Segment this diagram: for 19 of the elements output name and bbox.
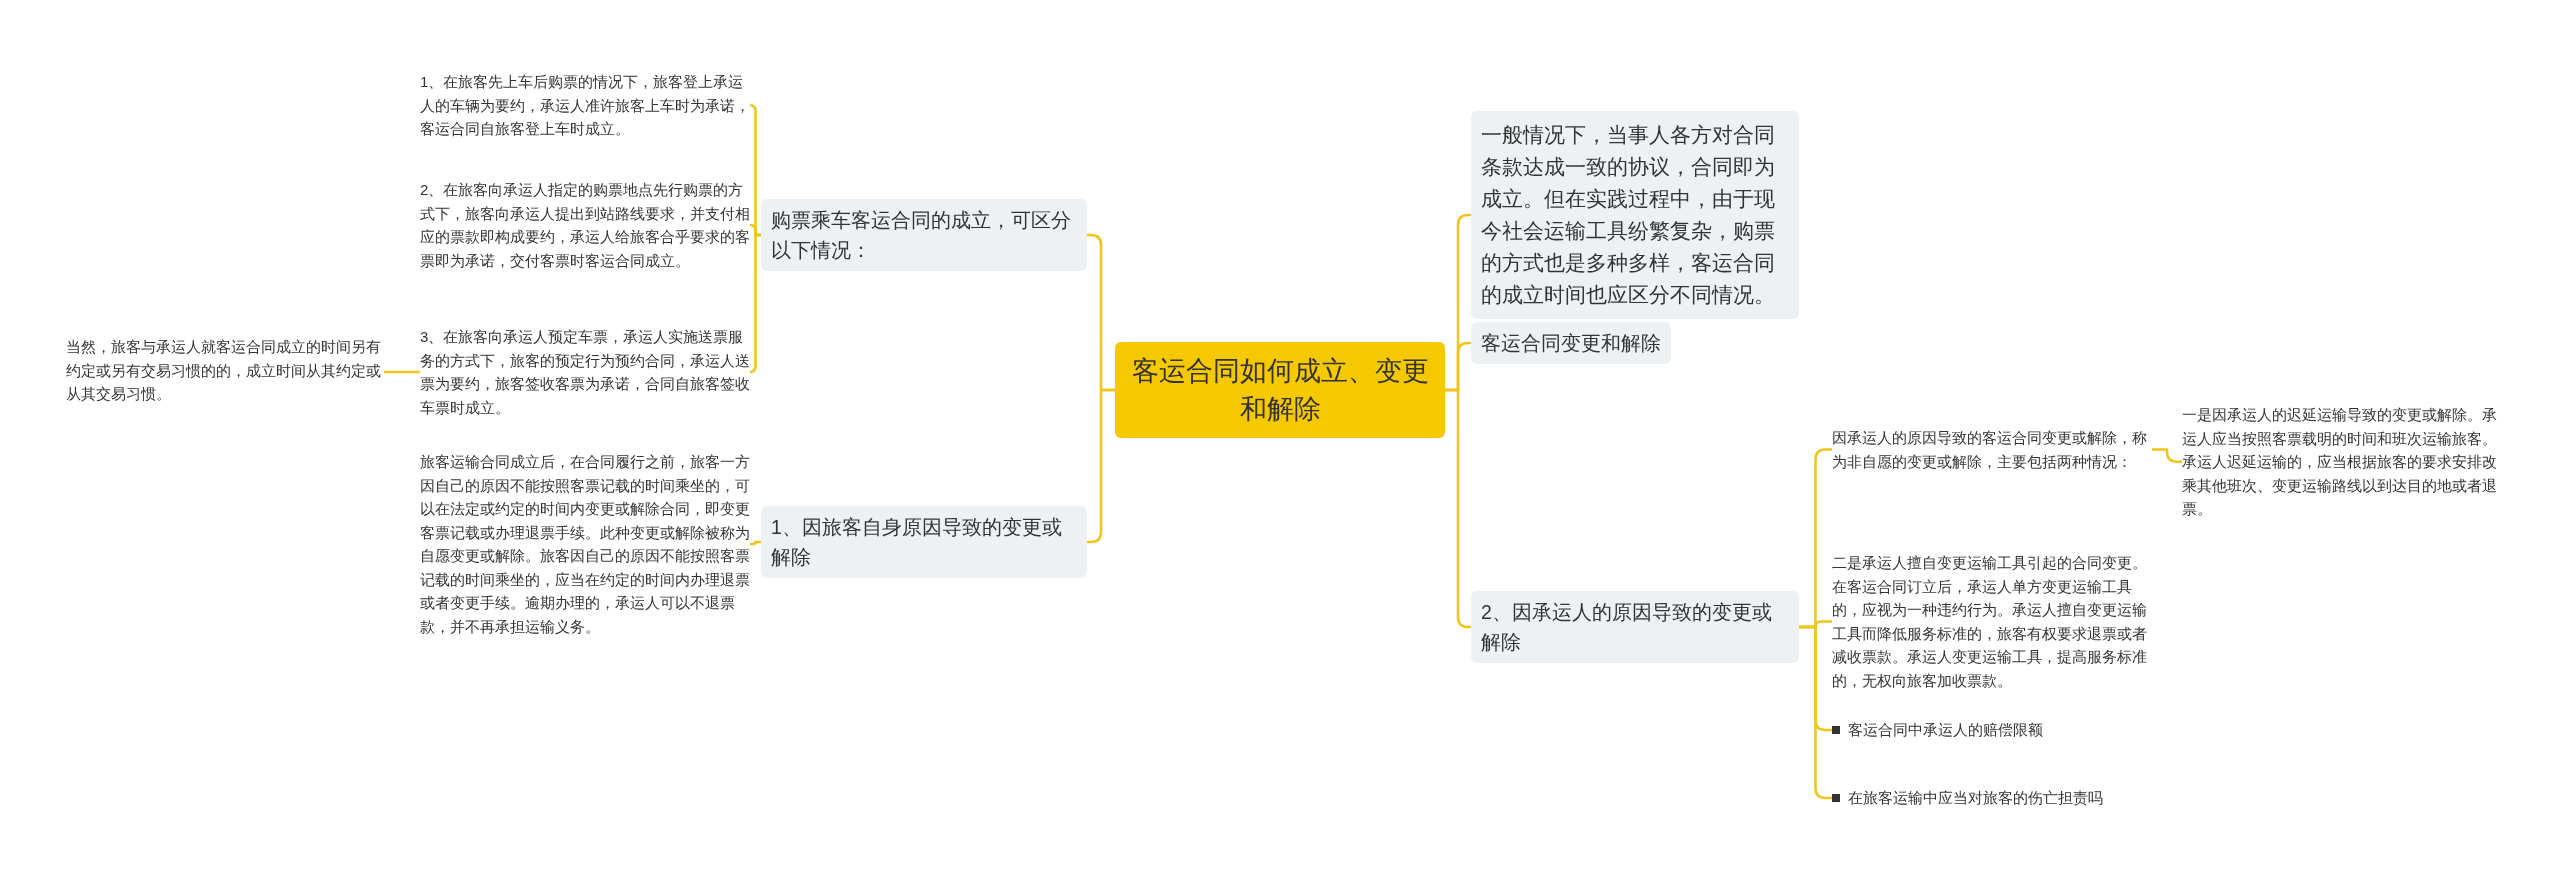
topic-box: 购票乘车客运合同的成立，可区分以下情况：	[761, 199, 1087, 271]
note-text: 1、在旅客先上车后购票的情况下，旅客登上承运人的车辆为要约，承运人准许旅客上车时为承诺，客运合同自旅客登上车时成立。	[420, 70, 750, 141]
note-text: 客运合同中承运人的赔偿限额	[1848, 720, 2043, 740]
note-text: 二是承运人擅自变更运输工具引起的合同变更。在客运合同订立后，承运人单方变更运输工具的，应视为一种违约行为。承运人擅自变更运输工具而降低服务标准的，旅客有权要求退票或者减收票款。承运人变更运输工具，提高服务标准的，无权向旅客加收票款。	[1832, 551, 2152, 692]
connector-line	[748, 233, 761, 374]
note-text: 3、在旅客向承运人预定车票，承运人实施送票服务的方式下，旅客的预定行为预约合同，承运人送票为要约，旅客签收客票为承诺，合同自旅客签收车票时成立。	[420, 325, 750, 419]
topic-box: 1、因旅客自身原因导致的变更或解除	[761, 506, 1087, 578]
connector-line	[2152, 448, 2182, 463]
note-text: 2、在旅客向承运人指定的购票地点先行购票的方式下，旅客向承运人提出到站路线要求，并支付相应的票款即构成要约，承运人给旅客合乎要求的客票即为承诺，交付客票时客运合同成立。	[420, 178, 750, 272]
note-text: 旅客运输合同成立后，在合同履行之前，旅客一方因自己的原因不能按照客票记载的时间乘坐的，可以在法定或约定的时间内变更或解除合同，即变更客票记载或办理退票手续。此种变更或解除被称为自愿变更或解除。旅客因自己的原因不能按照客票记载的时间乘坐的，应当在约定的时间内办理退票或者变更手续。逾期办理的，承运人可以不退票款，并不再承担运输义务。	[420, 450, 750, 638]
note-text: 一是因承运人的迟延运输导致的变更或解除。承运人应当按照客票载明的时间和班次运输旅客。承运人迟延运输的，应当根据旅客的要求安排改乘其他班次、变更运输路线以到达目的地或者退票。	[2182, 403, 2507, 521]
topic-box: 客运合同变更和解除	[1471, 322, 1671, 364]
central-topic-box: 客运合同如何成立、变更和解除	[1115, 342, 1445, 438]
note-text: 当然，旅客与承运人就客运合同成立的时间另有约定或另有交易习惯的的，成立时间从其约定或从其交易习惯。	[66, 335, 384, 406]
note-text: 因承运人的原因导致的客运合同变更或解除，称为非自愿的变更或解除，主要包括两种情况：	[1832, 426, 2152, 473]
topic-box: 一般情况下，当事人各方对合同条款达成一致的协议，合同即为成立。但在实践过程中，由于现今社会运输工具纷繁复杂，购票的方式也是多种多样，客运合同的成立时间也应区分不同情况。	[1471, 111, 1799, 319]
connector-line	[384, 370, 420, 374]
note-text: 在旅客运输中应当对旅客的伤亡担责吗	[1848, 788, 2103, 808]
topic-box: 2、因承运人的原因导致的变更或解除	[1471, 591, 1799, 663]
